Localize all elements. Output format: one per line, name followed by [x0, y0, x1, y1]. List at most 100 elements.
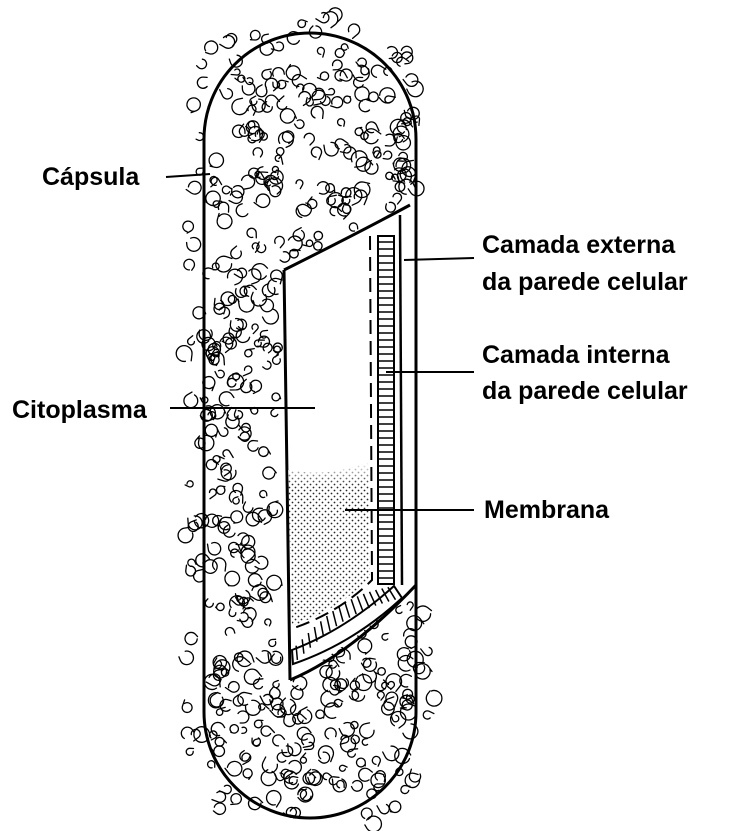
- capsule-curl: [324, 703, 339, 718]
- capsule-curl: [276, 148, 283, 159]
- label-membrane: Membrana: [484, 496, 610, 524]
- capsule-curl: [273, 68, 285, 76]
- capsule-curl: [300, 753, 306, 763]
- capsule-curl: [229, 609, 236, 616]
- capsule-curl: [231, 511, 243, 523]
- capsule-curl: [382, 701, 395, 714]
- capsule-curl: [197, 59, 207, 69]
- capsule-curl: [181, 727, 193, 738]
- capsule-curl: [219, 392, 234, 406]
- capsule-curl: [295, 120, 305, 129]
- capsule-curl: [362, 739, 367, 746]
- capsule-curl: [241, 545, 255, 559]
- capsule-curl: [245, 349, 255, 357]
- capsule-curl: [210, 692, 223, 707]
- capsule-curl: [242, 727, 247, 733]
- capsule-curl: [211, 722, 224, 735]
- capsule-curl: [269, 186, 281, 197]
- label-inner-wall-line1: Camada interna: [482, 341, 671, 369]
- capsule-curl: [254, 194, 270, 207]
- capsule-curl: [357, 758, 366, 767]
- capsule-curl: [187, 98, 200, 113]
- capsule-curl: [377, 692, 384, 701]
- capsule-curl: [244, 669, 261, 684]
- capsule-curl: [372, 756, 380, 766]
- capsule-curl: [265, 78, 277, 91]
- capsule-curl: [247, 228, 256, 238]
- capsule-curl: [352, 781, 363, 792]
- label-cytoplasm: Citoplasma: [12, 396, 148, 424]
- capsule-curl: [212, 791, 226, 802]
- capsule-curl: [188, 559, 196, 566]
- capsule-curl: [221, 465, 236, 480]
- capsule-curl: [188, 336, 195, 345]
- capsule-curl: [303, 240, 313, 246]
- capsule-curl: [243, 502, 253, 512]
- capsule-curl: [261, 726, 274, 736]
- capsule-curl: [231, 794, 242, 805]
- capsule-curl: [243, 769, 252, 779]
- capsule-curl: [355, 127, 363, 135]
- capsule-curl: [220, 337, 233, 352]
- capsule-curl: [242, 175, 255, 189]
- capsule-curl: [252, 324, 258, 334]
- capsule-curl: [337, 781, 344, 788]
- capsule-curl: [393, 193, 402, 204]
- capsule-curl: [243, 608, 256, 622]
- capsule-curl: [223, 450, 233, 458]
- capsule-curl: [225, 761, 242, 776]
- capsule-curl: [237, 613, 248, 622]
- capsule-curl: [389, 801, 400, 812]
- capsule-curl: [275, 155, 283, 164]
- capsule-curl: [184, 259, 195, 270]
- capsule-curl: [179, 651, 194, 665]
- capsule-curl: [215, 737, 226, 746]
- capsule-curl: [260, 491, 267, 498]
- capsule-curl: [277, 96, 287, 109]
- capsule-curl: [341, 737, 356, 752]
- capsule-curl: [331, 97, 343, 108]
- capsule-curl: [407, 81, 423, 97]
- capsule-curl: [263, 467, 276, 479]
- capsule-curl: [298, 20, 307, 28]
- capsule-curl: [255, 556, 268, 569]
- capsule-curl: [227, 378, 236, 387]
- capsule-curl: [316, 13, 329, 23]
- capsule-curl: [232, 98, 247, 114]
- capsule-curl: [349, 223, 357, 231]
- capsule-curl: [298, 707, 312, 723]
- capsule-curl: [405, 773, 419, 787]
- capsule-curl: [225, 628, 234, 636]
- capsule-curl: [183, 221, 194, 233]
- capsule-curl: [280, 252, 290, 262]
- capsule-curl: [338, 119, 345, 126]
- capsule-curl: [296, 180, 303, 189]
- capsule-curl: [341, 44, 348, 50]
- capsule-curl: [365, 816, 382, 831]
- capsule-curl: [415, 606, 431, 621]
- capsule-curl: [275, 236, 285, 247]
- label-capsule: Cápsula: [42, 163, 140, 191]
- capsule-curl: [273, 681, 279, 688]
- capsule-curl: [225, 682, 239, 693]
- capsule-curl: [262, 757, 277, 773]
- capsule-curl: [206, 460, 218, 470]
- capsule-curl: [360, 723, 374, 738]
- capsule-curl: [226, 34, 237, 46]
- capsule-curl: [379, 88, 395, 103]
- capsule-curl: [291, 686, 303, 700]
- capsule-curl: [377, 805, 389, 814]
- capsule-curl: [263, 361, 271, 369]
- capsule-curl: [176, 346, 192, 362]
- capsule-curl: [280, 109, 296, 123]
- capsule-curl: [184, 392, 198, 408]
- capsule-curl: [359, 768, 373, 781]
- capsule-curl: [236, 329, 249, 343]
- capsule-curl: [339, 723, 354, 737]
- capsule-curl: [426, 691, 442, 707]
- capsule-curl: [209, 153, 223, 167]
- capsule-curl: [231, 69, 240, 75]
- capsule-curl: [233, 497, 239, 504]
- capsule-curl: [248, 574, 262, 587]
